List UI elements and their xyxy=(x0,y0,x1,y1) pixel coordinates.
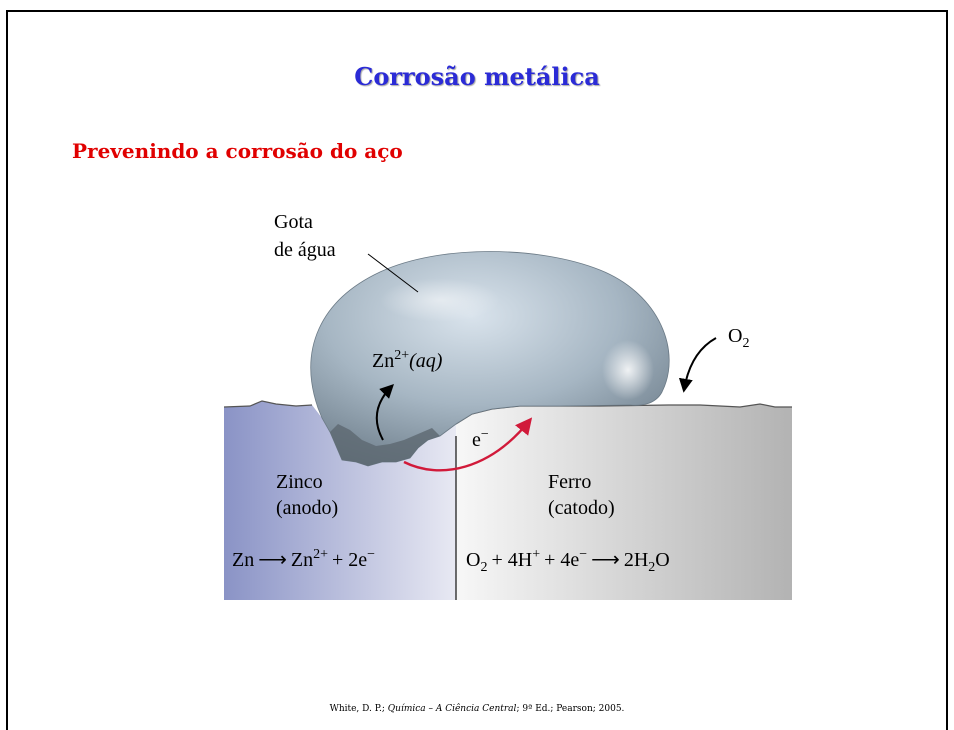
drop-label-line2: de água xyxy=(274,239,336,261)
cathode-equation: O2+ 4H++ 4e−⟶2H2O xyxy=(466,547,670,575)
zinc-ion-label: Zn2+(aq) xyxy=(372,348,443,372)
anode-equation: Zn⟶Zn2++ 2e− xyxy=(232,547,375,571)
drop-highlight xyxy=(602,340,654,400)
slide-frame xyxy=(6,10,948,730)
drop-label-line1: Gota xyxy=(274,211,313,233)
slide-subtitle: Prevenindo a corrosão do aço xyxy=(72,139,403,163)
drop-label-leader xyxy=(367,253,419,293)
corrosion-pit xyxy=(330,424,440,466)
iron-role-label: (catodo) xyxy=(548,497,615,519)
electron-flow-arrow xyxy=(403,417,533,472)
slide-title: Corrosão metálica xyxy=(354,62,600,91)
zinc-role-label: (anodo) xyxy=(276,497,338,519)
zinc-block xyxy=(224,401,456,600)
drop-highlight-top xyxy=(380,278,500,322)
oxygen-arrow xyxy=(678,337,717,393)
oxygen-label: O2 xyxy=(728,325,749,351)
citation-footer: White, D. P.; Química – A Ciência Centra… xyxy=(329,704,625,714)
iron-block xyxy=(456,404,792,600)
zinc-ion-arrow xyxy=(375,384,394,441)
zinc-label: Zinco xyxy=(276,471,323,493)
iron-label: Ferro xyxy=(548,471,591,493)
electron-label: e− xyxy=(472,427,489,451)
